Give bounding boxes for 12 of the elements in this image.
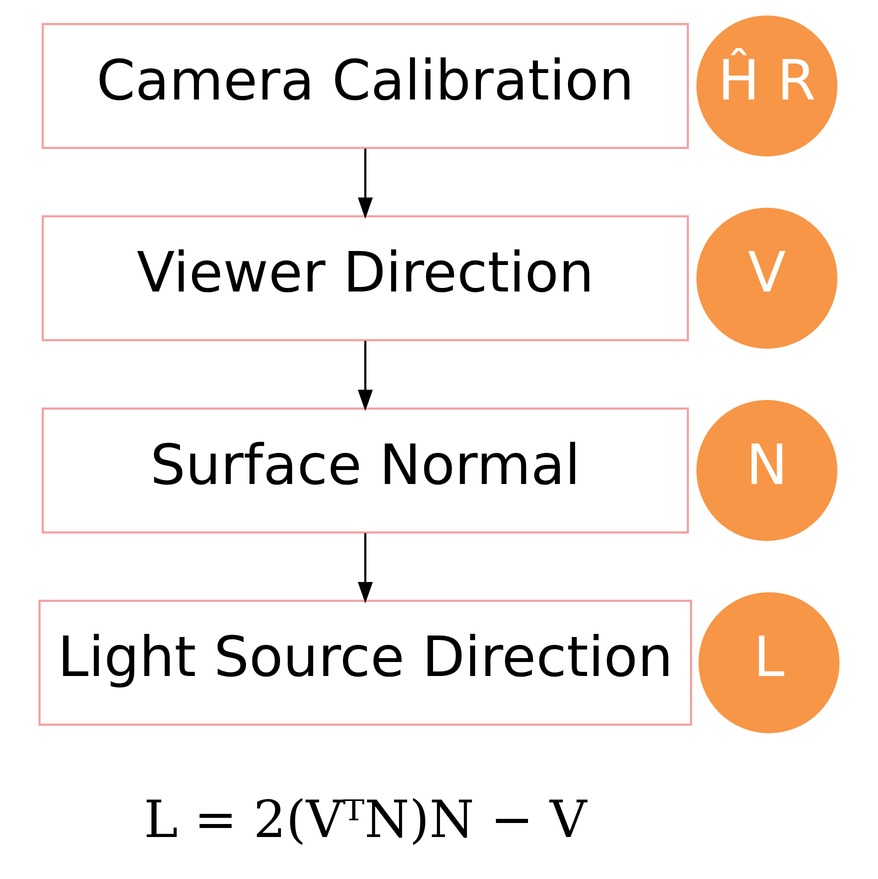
arrow — [358, 533, 373, 604]
node-circle: V — [696, 208, 838, 349]
node-box: Camera Calibration — [42, 22, 689, 149]
arrow — [358, 340, 373, 412]
arrow — [358, 148, 373, 219]
node-circle: Ĥ R — [696, 15, 838, 156]
node-circle: L — [698, 592, 840, 734]
label: L = 2(VᵀN)N − V — [144, 790, 587, 850]
node-circle: N — [696, 400, 838, 541]
node-box: Surface Normal — [42, 407, 689, 534]
node-box: Viewer Direction — [42, 215, 689, 342]
node-box: Light Source Direction — [38, 600, 692, 726]
